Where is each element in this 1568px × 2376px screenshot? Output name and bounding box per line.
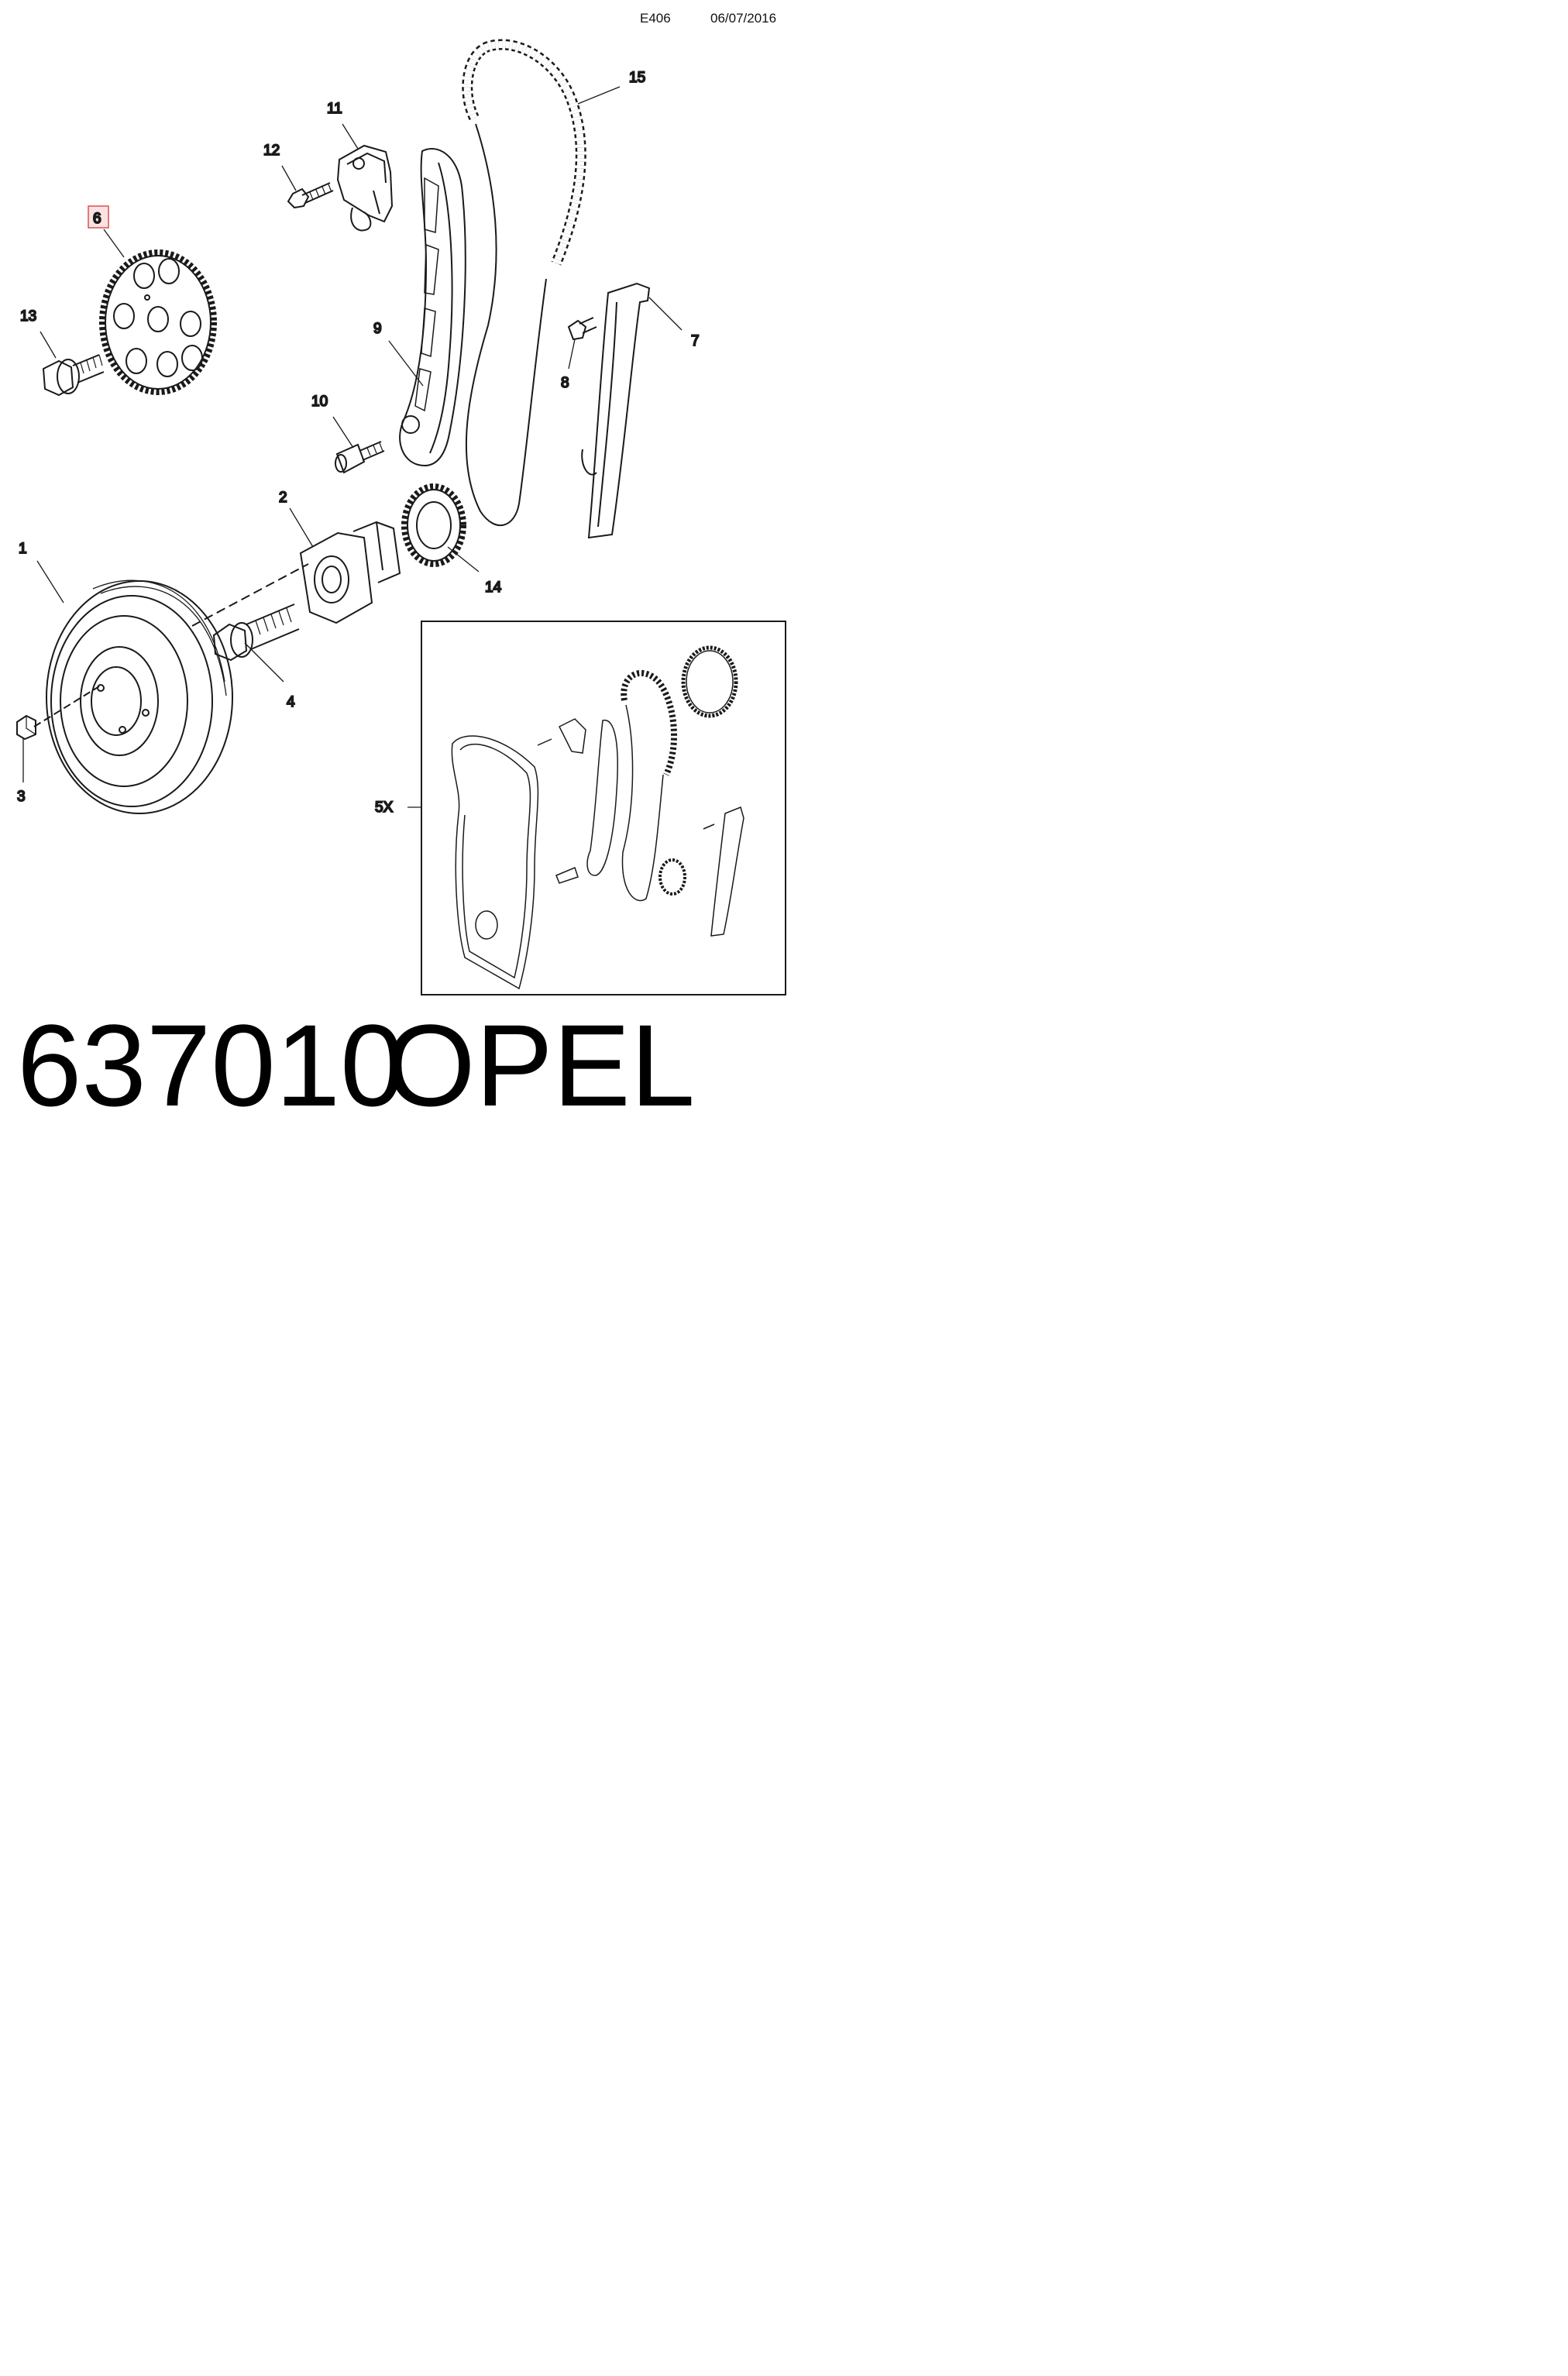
tensioner-guide-rail[interactable] <box>399 148 466 466</box>
callout-14[interactable]: 14 <box>484 579 503 597</box>
timing-chain[interactable] <box>462 39 586 527</box>
exploded-parts-diagram: 1 2 3 4 5X 6 7 8 9 10 11 12 13 14 15 <box>16 39 786 995</box>
diagram-date: 06/07/2016 <box>710 11 777 26</box>
callout-9[interactable]: 9 <box>373 320 383 338</box>
callout-13[interactable]: 13 <box>19 308 37 325</box>
leader-lines <box>22 86 683 808</box>
callout-15[interactable]: 15 <box>628 69 646 87</box>
pulley-small-bolt[interactable] <box>16 714 36 741</box>
callout-5x[interactable]: 5X <box>374 799 394 817</box>
inset-kit-parts <box>451 645 744 990</box>
pulley-bolt[interactable] <box>212 603 300 662</box>
guide-stud[interactable] <box>335 441 385 474</box>
callout-6-highlight-box <box>88 205 109 229</box>
crankshaft-sprocket[interactable] <box>401 483 466 567</box>
crank-hub[interactable] <box>299 521 401 624</box>
chain-tensioner[interactable] <box>336 144 394 232</box>
diagram-code: E406 <box>640 11 671 26</box>
pulley-bolt-axis <box>33 686 100 727</box>
callout-12[interactable]: 12 <box>263 142 280 160</box>
callout-4[interactable]: 4 <box>286 693 296 711</box>
callout-6[interactable]: 6 <box>92 210 102 228</box>
callout-2[interactable]: 2 <box>278 489 288 507</box>
camshaft-sprocket[interactable] <box>99 249 217 395</box>
brand-name: OPEL <box>385 1000 696 1130</box>
part-number: 637010 <box>17 1000 405 1130</box>
guide-bolt[interactable] <box>567 317 597 341</box>
crankshaft-pulley[interactable] <box>46 579 233 814</box>
callout-10[interactable]: 10 <box>311 393 328 411</box>
callout-11[interactable]: 11 <box>326 100 343 118</box>
callout-8[interactable]: 8 <box>560 374 570 392</box>
tensioner-bolt[interactable] <box>287 182 334 209</box>
sprocket-bolt[interactable] <box>42 354 105 397</box>
callout-7[interactable]: 7 <box>690 332 700 350</box>
fixed-chain-guide[interactable] <box>581 282 651 539</box>
callout-1[interactable]: 1 <box>18 540 28 558</box>
assembly-axis-line <box>191 563 309 627</box>
callout-3[interactable]: 3 <box>16 788 26 806</box>
kit-inset-frame <box>421 621 786 995</box>
